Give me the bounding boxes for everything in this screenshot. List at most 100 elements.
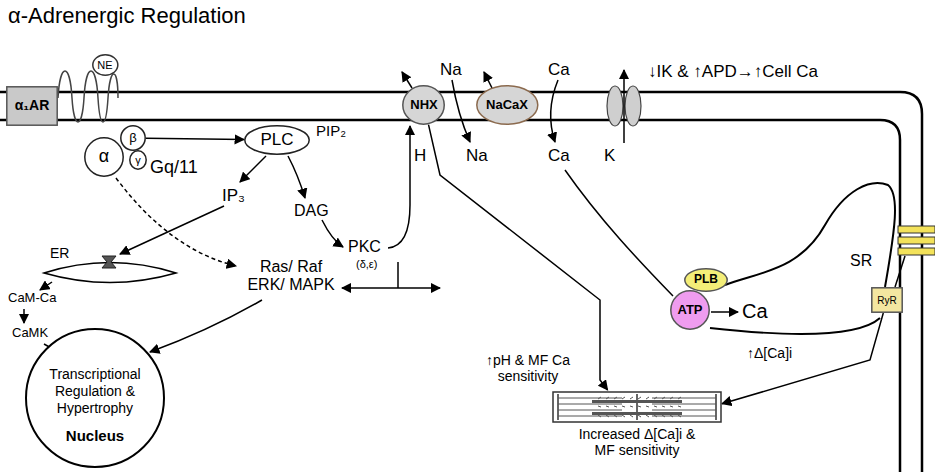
cross-bridge (638, 397, 641, 417)
signal-arrow (23, 309, 25, 323)
k-channel-half (625, 86, 641, 126)
channel-bar (898, 248, 935, 255)
connector-label: ↑Δ[Ca]i (745, 345, 794, 361)
node-text: RyR (877, 295, 896, 306)
text-label: Ca (548, 146, 570, 166)
shape-ellipse (245, 126, 309, 154)
text-label: Na (466, 146, 488, 166)
myofilament-box: Increased Δ[Ca]i & MF sensitivity (552, 390, 722, 468)
g-beta-subunit: β (120, 125, 146, 151)
node-text: NE (97, 59, 112, 71)
cross-bridge (622, 397, 625, 417)
node-text: Nucleus (66, 427, 124, 444)
connector-arrow (722, 313, 883, 404)
text-label: CaMK (12, 326, 48, 341)
cross-bridge (662, 397, 665, 417)
efflux-arrow (402, 72, 412, 88)
signal-arrow (342, 287, 398, 289)
ligand-oval: NE (92, 54, 119, 76)
sr-membrane (710, 318, 880, 334)
shape-ellipse (403, 86, 444, 124)
text-label: PKC (348, 238, 381, 256)
cross-bridge (678, 397, 681, 417)
shape-rect (7, 87, 57, 125)
shape-ellipse (671, 291, 709, 329)
cross-bridge (670, 397, 673, 417)
influx-arrow (551, 80, 558, 142)
sarcomere-drawing (552, 390, 722, 424)
node-text: NHX (410, 98, 437, 112)
shape-ellipse (121, 126, 145, 150)
shape-ellipse (476, 86, 537, 124)
node-text: SR (850, 252, 872, 270)
efflux-arrow (484, 72, 492, 88)
thin-filament (558, 416, 716, 417)
thin-filament (558, 410, 716, 411)
er-organelle: ER (40, 246, 180, 286)
text-label: ↓IK & ↑APD→↑Cell Ca (648, 62, 818, 82)
signal-arrow (322, 220, 343, 247)
cross-bridge (646, 397, 649, 417)
pump-arrow (711, 311, 738, 313)
coupling-line (895, 256, 905, 287)
dashed-signal-arrow (116, 178, 236, 266)
sarcomere-frame (553, 392, 721, 422)
exchanger-oval: NaCaX (476, 85, 539, 125)
signal-arrow (40, 282, 52, 290)
node-text: α (99, 147, 109, 167)
g-gamma-subunit: γ (129, 150, 147, 170)
signal-arrow (120, 206, 224, 254)
ryanodine-receptor: RyR (871, 287, 903, 313)
shape-ellipse (92, 55, 117, 75)
cross-bridge (606, 397, 609, 417)
text-label: Na (440, 60, 462, 80)
node-text: β (129, 131, 136, 145)
text-label: K (604, 146, 615, 166)
membrane-inner-line (0, 120, 900, 472)
channel-bar (898, 226, 935, 233)
efflux-arrow (623, 70, 625, 143)
node-text: α₁AR (15, 98, 50, 113)
signal-line (397, 262, 399, 288)
sr-membrane (725, 183, 895, 287)
z-line (636, 394, 638, 420)
thin-filament (558, 398, 716, 399)
cross-bridge (654, 397, 657, 417)
receptor-loops (58, 71, 118, 122)
membrane-outer-line (0, 92, 922, 472)
enzyme-oval: PLC (244, 125, 310, 155)
node-text: ER (50, 246, 69, 261)
node-text: PLC (260, 131, 293, 150)
signal-arrow (288, 156, 305, 198)
text-label: Gq/11 (150, 157, 198, 178)
uptake-line (565, 170, 673, 296)
receptor-box: α₁AR (6, 86, 58, 126)
nucleus-membrane (26, 329, 164, 467)
text-label: IP₃ (222, 186, 245, 206)
node-text: Increased Δ[Ca]i & MF sensitivity (578, 426, 696, 458)
cross-bridge (614, 397, 617, 417)
text-label: Ca (742, 300, 768, 323)
connector-arrow (146, 138, 244, 139)
cross-bridge (630, 397, 633, 417)
thick-filament (592, 400, 682, 403)
text-label: Ras/ Raf ERK/ MAPK (244, 258, 338, 295)
signal-arrow (388, 126, 410, 248)
sr-organelle: SRPLBATPRyR (640, 170, 905, 340)
text-label: Ca (548, 60, 570, 80)
text-label: (δ,ε) (356, 258, 377, 271)
cross-bridge (598, 397, 601, 417)
shape-rect (872, 288, 902, 312)
exchanger-oval: NHX (402, 85, 445, 125)
g-alpha-subunit: α (84, 137, 124, 177)
node-text: NaCaX (486, 98, 528, 112)
signal-arrow (150, 300, 262, 352)
influx-arrow (452, 80, 470, 142)
text-label: H (414, 146, 426, 166)
channel-bar (898, 237, 935, 244)
node-text: PLB (694, 273, 718, 286)
text-label: CaM-Ca (8, 291, 56, 306)
thin-filament (558, 404, 716, 405)
